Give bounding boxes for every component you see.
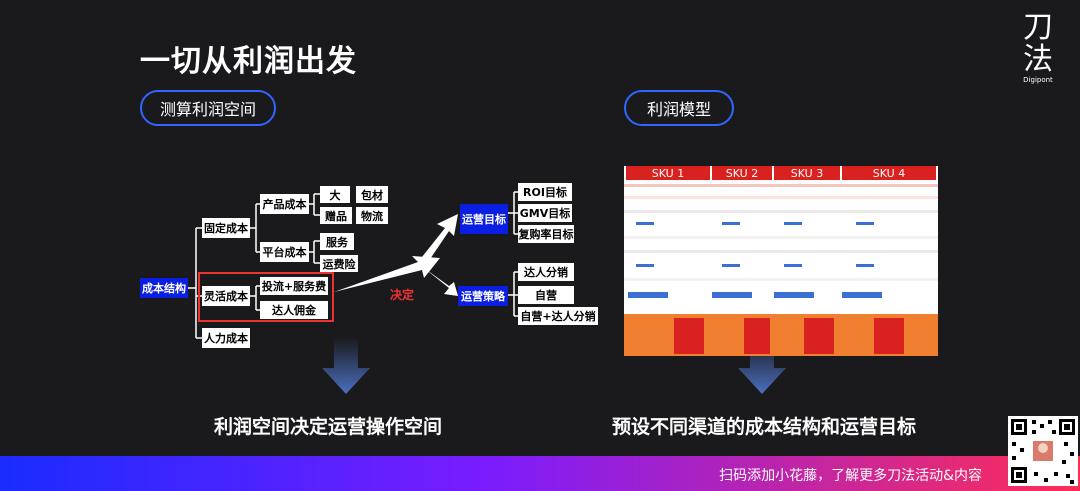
decide-label: 决定 <box>390 288 415 302</box>
footer-text: 扫码添加小花藤，了解更多刀法活动&内容 <box>719 468 982 484</box>
sku-3-header: SKU 3 <box>774 166 840 180</box>
node-variable-cost: 灵活成本 <box>202 286 250 306</box>
node-logistics: 物流 <box>356 207 388 224</box>
slide-title: 一切从利润出发 <box>140 44 357 79</box>
footer-bar <box>0 456 1080 491</box>
profit-model-table: SKU 1 SKU 2 SKU 3 SKU 4 <box>624 166 938 356</box>
node-self-operated: 自营 <box>518 286 574 304</box>
node-roi-goal: ROI目标 <box>518 183 572 201</box>
brand-logo: 刀 法 Digipont <box>1018 10 1058 85</box>
caption-left: 利润空间决定运营操作空间 <box>214 416 443 438</box>
brand-char-2: 法 <box>1023 42 1053 77</box>
sku-4-header: SKU 4 <box>842 166 936 180</box>
node-repurchase-goal: 复购率目标 <box>518 225 574 243</box>
pill-profit-space: 测算利润空间 <box>140 90 276 126</box>
pill-profit-model-label: 利润模型 <box>646 100 711 119</box>
caption-right: 预设不同渠道的成本结构和运营目标 <box>612 416 917 438</box>
pill-profit-space-label: 测算利润空间 <box>159 100 256 119</box>
node-ops-goal: 运营目标 <box>460 204 508 234</box>
node-labor-cost: 人力成本 <box>202 328 250 348</box>
brand-english: Digipont <box>1023 76 1053 84</box>
node-platform-cost: 平台成本 <box>260 242 309 262</box>
node-shipping-insurance: 运费险 <box>320 255 358 272</box>
brand-char-1: 刀 <box>1023 10 1053 45</box>
node-kol-distribution: 达人分销 <box>518 263 574 281</box>
pill-profit-model: 利润模型 <box>624 90 734 126</box>
node-commission: 达人佣金 <box>260 301 328 319</box>
node-service: 服务 <box>320 233 354 250</box>
down-arrow-icon <box>322 338 370 394</box>
node-product-cost: 产品成本 <box>260 194 309 214</box>
highlight-box <box>198 272 334 322</box>
node-big: 大 <box>320 186 350 203</box>
node-gifts: 赠品 <box>320 207 352 224</box>
node-cost-structure: 成本结构 <box>140 278 188 298</box>
node-packaging: 包材 <box>356 186 388 203</box>
sku-2-header: SKU 2 <box>712 166 772 180</box>
sku-1-header: SKU 1 <box>626 166 710 180</box>
node-ads-service: 投流+服务费 <box>260 277 328 295</box>
node-self-kol: 自营+达人分销 <box>518 307 598 325</box>
node-fixed-cost: 固定成本 <box>202 218 250 238</box>
node-gmv-goal: GMV目标 <box>518 204 572 222</box>
qr-code-icon[interactable] <box>1008 416 1078 486</box>
node-ops-strategy: 运营策略 <box>458 286 508 306</box>
